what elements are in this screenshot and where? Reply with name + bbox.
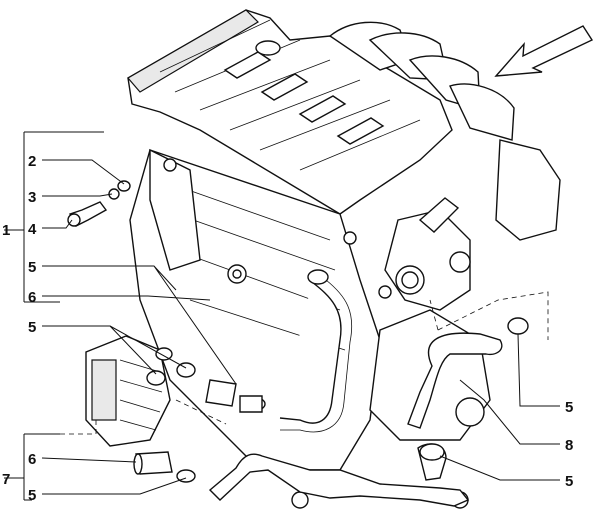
leader-lines [41, 159, 560, 495]
hose-sleeves-6 [133, 379, 263, 475]
callout-label-5-mid: 5 [28, 319, 36, 336]
callout-label-8: 8 [565, 437, 573, 454]
coolant-hose-8 [407, 332, 503, 429]
callout-label-4: 4 [28, 221, 37, 238]
callout-label-5-right-lower: 5 [565, 473, 573, 490]
coolant-hose-upper [279, 269, 353, 433]
callout-group-1-bracket [4, 131, 104, 303]
callout-label-6-upper: 6 [28, 289, 36, 306]
callout-label-1: 1 [2, 222, 10, 239]
callout-label-6-lower: 6 [28, 451, 36, 468]
callout-label-3: 3 [28, 189, 36, 206]
callout-label-5-upper: 5 [28, 259, 36, 276]
callout-label-7: 7 [2, 471, 10, 488]
callout-label-5-right-upper: 5 [565, 399, 573, 416]
direction-arrow-icon [494, 25, 594, 77]
callout-group-7-bracket [4, 433, 60, 501]
callout-label-5-lower: 5 [28, 487, 36, 504]
dashed-reference-lines [60, 291, 549, 435]
bolt-4-washers-2-3 [67, 180, 131, 227]
callout-label-2: 2 [28, 153, 36, 170]
engine-block [85, 9, 561, 509]
